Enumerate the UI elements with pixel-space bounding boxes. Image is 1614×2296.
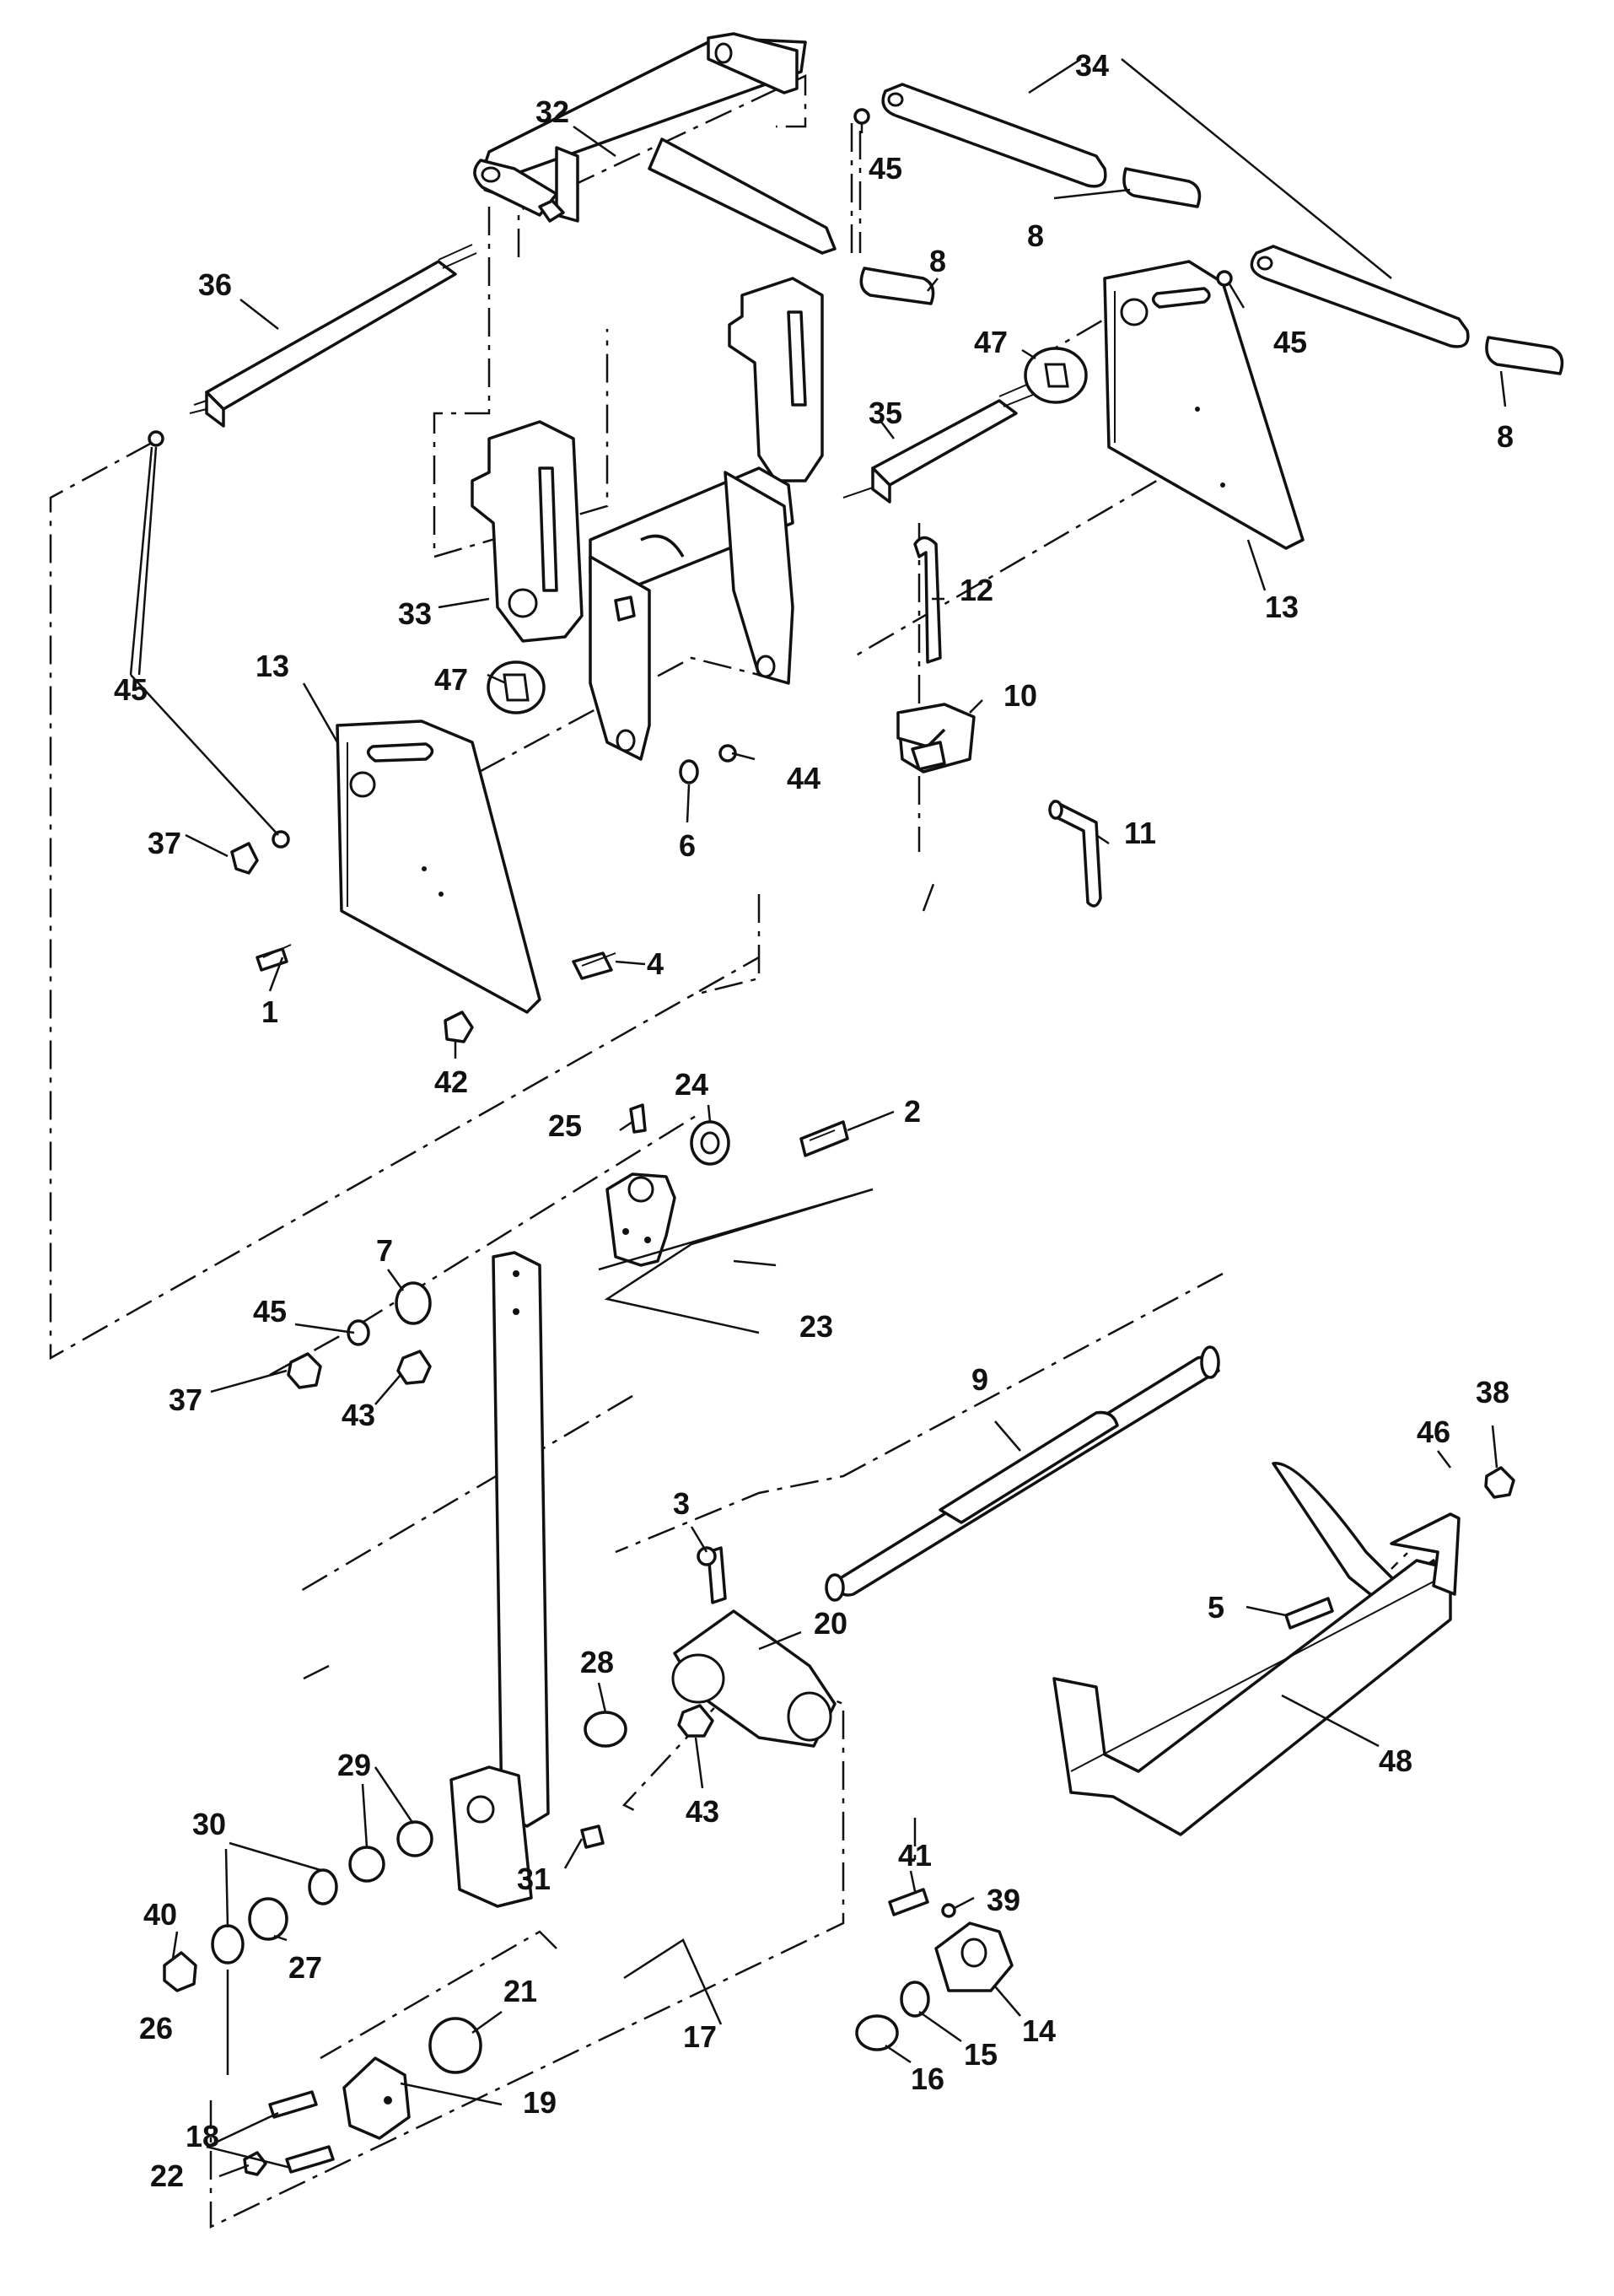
callout-18: 18 <box>186 2119 219 2153</box>
part-20-yoke <box>671 1546 837 1748</box>
callout-12: 12 <box>960 573 993 607</box>
callout-13a: 13 <box>256 649 289 683</box>
callout-15: 15 <box>964 2037 998 2072</box>
callout-37a: 37 <box>148 826 181 860</box>
callout-8a: 8 <box>1027 218 1044 253</box>
callout-6: 6 <box>679 828 696 863</box>
part-48-frame <box>1052 1462 1461 1836</box>
callout-9: 9 <box>971 1362 988 1397</box>
callout-40: 40 <box>143 1897 177 1932</box>
part-33-lift-bracket <box>471 277 824 761</box>
callout-20: 20 <box>814 1606 847 1641</box>
part-47-washers <box>487 347 1088 714</box>
callout-5: 5 <box>1208 1590 1224 1625</box>
callout-24: 24 <box>675 1067 708 1102</box>
callout-36: 36 <box>198 267 232 302</box>
part-14-cam <box>934 1921 1014 1992</box>
callout-41: 41 <box>898 1838 932 1873</box>
part-27-bushing <box>248 1897 288 1941</box>
callout-45d: 45 <box>253 1294 287 1329</box>
part-15-washer <box>900 1981 930 2018</box>
callout-21: 21 <box>503 1974 537 2008</box>
part-43-nut-lower <box>677 1704 714 1738</box>
part-36-spacer <box>189 244 477 428</box>
callout-43a: 43 <box>342 1398 375 1432</box>
callout-27: 27 <box>288 1950 322 1985</box>
callout-46: 46 <box>1417 1415 1450 1449</box>
callout-14: 14 <box>1022 2013 1056 2048</box>
leader-lines <box>129 57 1507 2178</box>
part-16-bushing <box>855 2014 899 2051</box>
callout-25: 25 <box>548 1108 582 1143</box>
part-31-fitting <box>580 1824 605 1849</box>
part-34-levers <box>881 83 1470 348</box>
callout-28: 28 <box>580 1645 614 1679</box>
callout-39: 39 <box>987 1883 1020 1917</box>
part-5-bolt <box>1284 1597 1334 1630</box>
part-29-bushings <box>348 1820 433 1883</box>
callout-2: 2 <box>904 1094 921 1129</box>
callout-37b: 37 <box>169 1382 202 1417</box>
callout-3: 3 <box>673 1486 690 1521</box>
callout-26: 26 <box>139 2011 173 2045</box>
callout-16: 16 <box>911 2062 944 2096</box>
part-7-bushing <box>395 1281 432 1325</box>
callout-32: 32 <box>535 94 569 129</box>
callout-34: 34 <box>1075 48 1109 83</box>
callout-10: 10 <box>1003 678 1037 713</box>
part-35-spacer <box>842 383 1034 504</box>
small-hardware-upper <box>148 108 1233 1043</box>
part-38-nut <box>1484 1466 1515 1499</box>
callout-45a: 45 <box>869 151 902 186</box>
callout-7: 7 <box>376 1233 393 1268</box>
callout-11: 11 <box>1124 816 1156 850</box>
callout-47b: 47 <box>974 325 1008 359</box>
part-11-pin <box>1048 800 1102 908</box>
part-9-cylinder <box>825 1345 1220 1602</box>
callout-45b: 45 <box>1273 325 1307 359</box>
callout-35: 35 <box>869 396 902 430</box>
part-18-bolts <box>268 2090 335 2174</box>
callout-45c: 45 <box>114 672 148 707</box>
callout-23: 23 <box>799 1309 833 1344</box>
part-40-nut <box>163 1951 197 1992</box>
callout-labels: 1 2 3 4 5 6 7 8 8 8 9 10 11 12 13 13 14 … <box>114 48 1514 2193</box>
callout-22: 22 <box>150 2159 184 2193</box>
part-37-nut-mid <box>287 1352 322 1389</box>
part-13-side-plates <box>336 260 1305 1014</box>
callout-42: 42 <box>434 1064 468 1099</box>
part-41-bolt <box>888 1888 929 1916</box>
part-2-bolt <box>799 1120 849 1157</box>
part-43-nut-mid <box>396 1350 432 1385</box>
part-24-bushing <box>690 1120 730 1166</box>
callout-17: 17 <box>683 2019 717 2054</box>
callout-29: 29 <box>337 1748 371 1782</box>
part-39-washer <box>941 1903 956 1918</box>
part-25-fitting <box>629 1103 647 1134</box>
callout-30: 30 <box>192 1807 226 1841</box>
callout-47a: 47 <box>434 662 468 697</box>
callout-4: 4 <box>647 946 664 981</box>
callout-33: 33 <box>398 596 432 631</box>
vertical-arm <box>449 1251 550 1908</box>
part-19-cam <box>342 2056 411 2140</box>
callout-48: 48 <box>1379 1744 1412 1778</box>
callout-31: 31 <box>517 1862 551 1896</box>
part-12-rod <box>913 536 942 664</box>
callout-38: 38 <box>1476 1375 1509 1409</box>
part-23-bracket <box>605 1172 676 1267</box>
part-28-bushing <box>584 1711 627 1748</box>
callout-8c: 8 <box>1497 419 1514 454</box>
part-21-bushing <box>428 2017 482 2074</box>
part-32-upper-shaft <box>473 32 837 255</box>
callout-8b: 8 <box>929 244 946 278</box>
callout-1: 1 <box>261 994 278 1029</box>
callout-13b: 13 <box>1265 590 1299 624</box>
part-10-bracket <box>896 703 976 773</box>
part-8-pads <box>859 167 1564 375</box>
callout-44: 44 <box>787 761 820 795</box>
callout-43b: 43 <box>686 1794 719 1829</box>
callout-19: 19 <box>523 2085 557 2120</box>
